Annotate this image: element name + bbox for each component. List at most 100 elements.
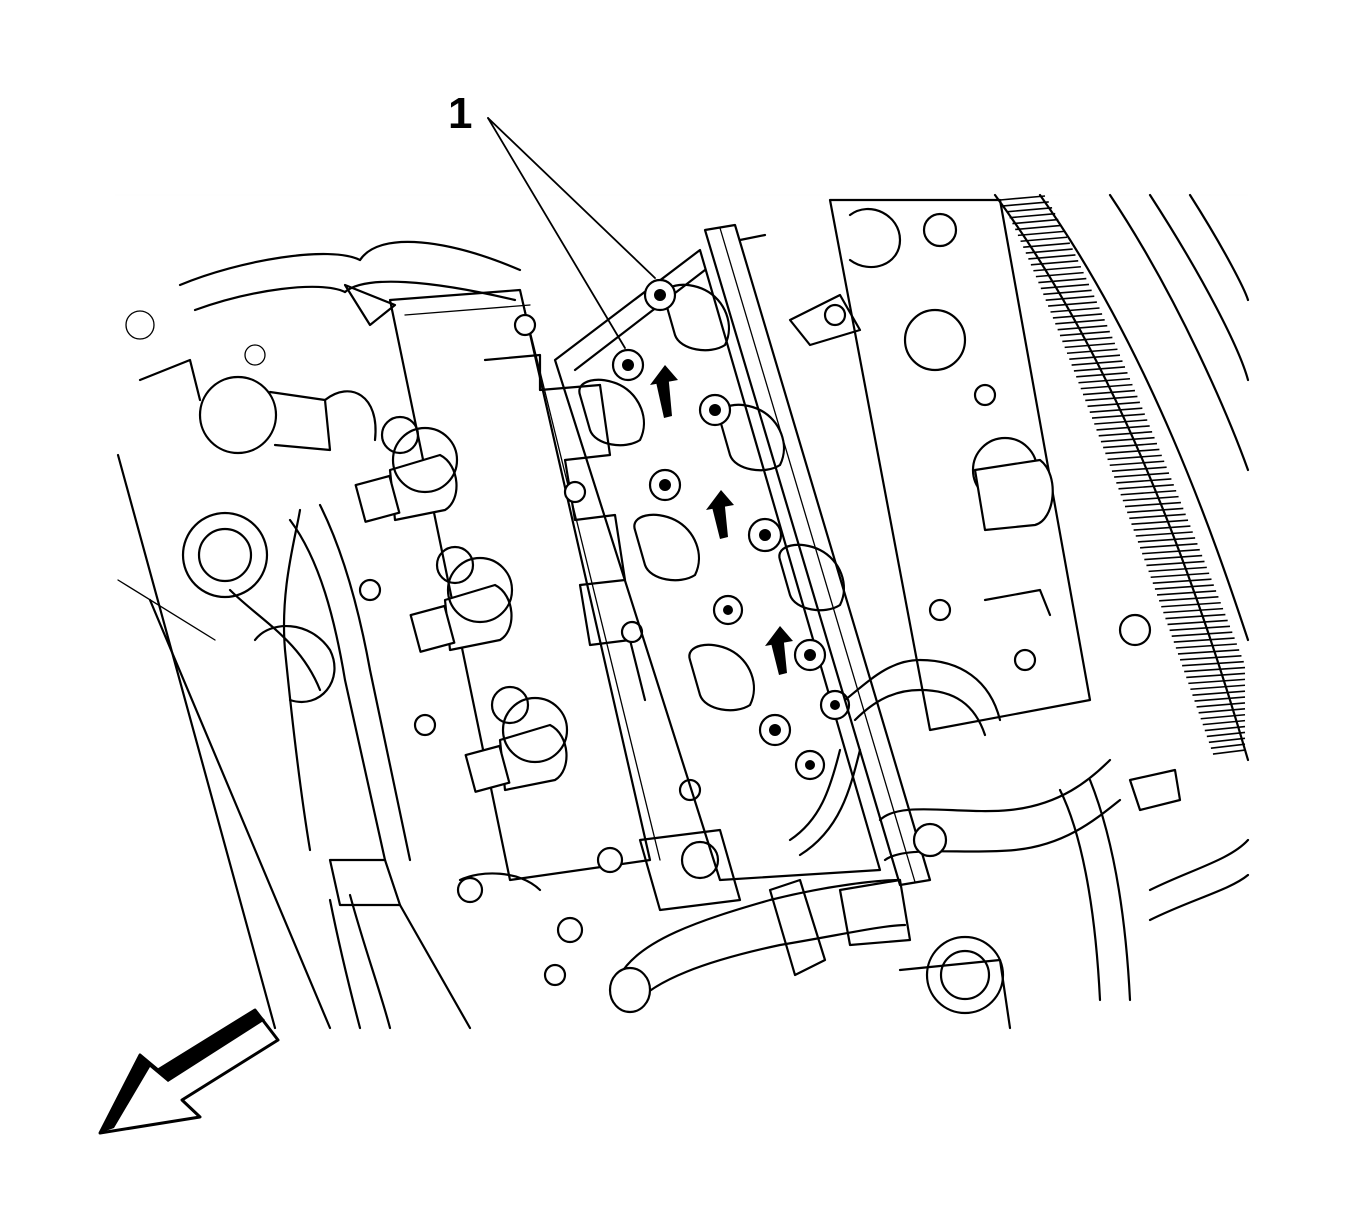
callout-1: 1 [448, 89, 656, 349]
radiator-fin [1100, 436, 1155, 443]
radiator-fin [1033, 265, 1081, 272]
radiator-fin [1114, 472, 1170, 478]
radiator-fin [1038, 277, 1087, 284]
radiator-fin [1103, 442, 1158, 449]
radiator-fin [1111, 466, 1167, 472]
radiator-fin [1142, 548, 1200, 555]
radiator-fin [1188, 678, 1246, 685]
radiator-fin [1107, 454, 1162, 461]
radiator-fin [1127, 507, 1184, 514]
radiator-fin [1182, 660, 1244, 667]
radiator-fin [1208, 737, 1246, 744]
radiator-fin [1048, 301, 1097, 307]
radiator-fin [1091, 413, 1145, 419]
radiator-fins [999, 195, 1246, 755]
radiator-fin [1069, 354, 1121, 360]
radiator-fin [1003, 201, 1049, 207]
radiator-fin [1122, 495, 1179, 502]
ignition-coil-1 [354, 415, 459, 523]
radiator-fin [1066, 348, 1118, 355]
radiator-fin [1206, 731, 1246, 738]
radiator-fin [1057, 324, 1108, 331]
radiator-fin [1035, 271, 1084, 278]
callout-label: 1 [448, 89, 472, 138]
radiator-fin [1150, 572, 1210, 579]
radiator-fin [1194, 696, 1246, 702]
tightening-direction-arrows [650, 365, 793, 675]
radiator-fin [1154, 584, 1214, 590]
radiator-fin [1043, 289, 1092, 296]
radiator-fin [1173, 637, 1235, 643]
radiator-fin [1064, 342, 1115, 349]
radiator-fin [1148, 566, 1207, 573]
radiator-fin [1116, 478, 1172, 484]
exhaust-manifold-nuts [611, 278, 851, 781]
radiator-fin [1073, 366, 1126, 372]
radiator-fin [1071, 360, 1123, 366]
radiator-fin [1006, 206, 1053, 213]
radiator-fin [1062, 336, 1113, 343]
radiator-fin [1017, 230, 1065, 237]
radiator-fin [1009, 212, 1056, 219]
radiator-fin [1089, 407, 1143, 414]
radiator-fin [1146, 560, 1205, 567]
ignition-coil-2 [409, 545, 514, 653]
radiator-fin [1175, 643, 1237, 649]
radiator-fin [1198, 708, 1246, 714]
radiator-fin [1129, 513, 1186, 520]
radiator-fin [1156, 590, 1217, 596]
radiator-fin [1045, 295, 1095, 302]
radiator-fin [1078, 377, 1131, 384]
radiator-fin [1055, 318, 1105, 325]
radiator-fin [1167, 619, 1228, 626]
radiator-fin [1177, 649, 1240, 655]
radiator-fin [1171, 631, 1233, 638]
radiator-fin [1212, 749, 1246, 755]
radiator-fin [1169, 625, 1231, 632]
radiator-fin [1020, 236, 1068, 243]
radiator-fin [1040, 283, 1090, 290]
radiator-fin [999, 195, 1046, 201]
radiator-fin [1139, 542, 1198, 549]
radiator-fin [1052, 313, 1103, 319]
radiator-fin [1131, 519, 1189, 526]
radiator-fin [1080, 383, 1133, 390]
radiator-fin [1186, 672, 1246, 679]
engine-bay-illustration [114, 193, 1250, 1030]
radiator-fin [1190, 684, 1246, 691]
radiator-fin [1179, 654, 1242, 661]
exhaust-manifold [553, 248, 882, 882]
radiator-fin [1109, 460, 1165, 467]
radiator-fin [1105, 448, 1160, 455]
radiator-fin [1012, 218, 1059, 225]
radiator-fin [1165, 613, 1226, 620]
radiator-fin [1135, 531, 1193, 537]
radiator-fin [1200, 713, 1246, 720]
radiator-fin [1094, 419, 1148, 425]
radiator-fin [1096, 425, 1150, 431]
radiator-fin [1030, 260, 1079, 266]
radiator-fin [1196, 702, 1246, 708]
radiator-fin [1159, 596, 1219, 602]
radiator-fin [1085, 395, 1138, 402]
radiator-fin [1023, 242, 1070, 248]
radiator-fin [1082, 389, 1136, 396]
radiator-fin [1120, 489, 1177, 496]
radiator-fin [1152, 578, 1212, 584]
radiator-fin [1133, 525, 1191, 531]
front-arrow-icon [98, 1008, 280, 1135]
radiator-fin [1015, 224, 1062, 231]
ignition-coil-3 [464, 685, 569, 793]
radiator-fin [1192, 690, 1246, 696]
radiator-fin [1137, 537, 1196, 543]
radiator-fin [1124, 501, 1181, 508]
radiator-fin [1163, 607, 1224, 614]
radiator-fin [1087, 401, 1140, 408]
radiator-fin [1204, 725, 1246, 732]
radiator-fin [1025, 248, 1073, 254]
radiator-fin [1076, 372, 1128, 378]
radiator-fin [1050, 307, 1100, 313]
radiator-fin [1184, 666, 1246, 673]
radiator-fin [1059, 330, 1110, 337]
